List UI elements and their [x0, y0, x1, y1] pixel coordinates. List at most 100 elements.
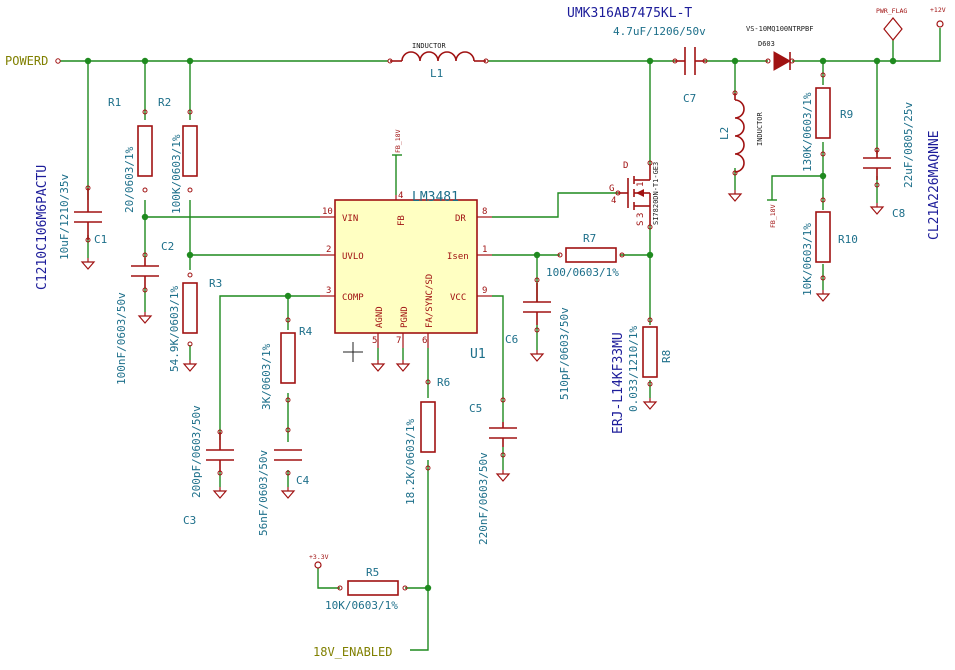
pin-sync-name: FA/SYNC/SD: [425, 274, 435, 328]
ic-ref: U1: [470, 347, 486, 362]
r6-ref: R6: [437, 376, 450, 389]
inductor-l2: L2 INDUCTOR: [718, 90, 764, 202]
net-label-fb-ic: FB_18V: [392, 129, 402, 156]
c6-ref: C6: [505, 333, 518, 346]
pin-vcc-name: VCC: [450, 293, 466, 303]
power-flag: PWR_FLAG: [876, 7, 907, 41]
r3-ref: R3: [209, 277, 222, 290]
c8-mpn: CL21A226MAQNNE: [927, 130, 942, 240]
ic-name: LM3481: [412, 190, 459, 205]
pin-fb-num: 4: [398, 191, 403, 201]
r10-ref: R10: [838, 233, 858, 246]
pin-dr-name: DR: [455, 214, 466, 224]
r4-ref: R4: [299, 325, 313, 338]
power-12v: +12V: [930, 6, 946, 28]
q-gate-pin: 4: [611, 196, 616, 206]
c1-mpn: C1210C106M6PACTU: [35, 165, 50, 290]
q-source-label: S: [636, 221, 646, 226]
diode-d603: D603 VS-10MQ100NTRPBF: [746, 25, 813, 71]
r8-value: 0.033/1210/1%: [627, 326, 640, 412]
power-3v3: +3.3V: [309, 553, 329, 569]
net-label-fb-right: FB_18V: [767, 199, 777, 228]
c7-value: 4.7uF/1206/50v: [613, 25, 706, 38]
q-gate-label: G: [609, 184, 614, 194]
pin-isen-num: 1: [482, 245, 487, 255]
capacitor-c8: C8 22uF/0805/25v CL21A226MAQNNE: [863, 102, 942, 240]
r2-value: 100K/0603/1%: [170, 134, 183, 214]
resistor-r9: R9 130K/0603/1%: [801, 72, 853, 172]
r2-ref: R2: [158, 96, 171, 109]
gnd-agnd: [371, 359, 385, 372]
fb-right-text: FB_18V: [769, 204, 777, 228]
fb-ic-text: FB_18V: [394, 129, 402, 153]
pin-isen-name: Isen: [447, 252, 469, 262]
v12-text: +12V: [930, 6, 946, 14]
c7-ref: C7: [683, 92, 696, 105]
r1-value: 20/0603/1%: [123, 146, 136, 213]
r8-mpn: ERJ-L14KF33MU: [611, 332, 626, 434]
c3-value: 200pF/0603/50v: [190, 405, 203, 498]
r7-value: 100/0603/1%: [546, 266, 619, 279]
ic-body: [334, 199, 478, 334]
r1-ref: R1: [108, 96, 121, 109]
l2-ref: L2: [718, 127, 731, 140]
capacitor-c4: C4 56nF/0603/50v: [257, 427, 310, 536]
resistor-r10: R10 10K/0603/1%: [801, 197, 858, 302]
c2-value: 100nF/0603/50v: [115, 292, 128, 385]
pwrflag-text: PWR_FLAG: [876, 7, 907, 15]
resistor-r7: R7 100/0603/1%: [546, 232, 625, 279]
l1-ref: L1: [430, 67, 443, 80]
pin-uvlo-name: UVLO: [342, 252, 364, 262]
l1-value: INDUCTOR: [412, 42, 447, 50]
capacitor-c1: C1 10uF/1210/35v C1210C106M6PACTU: [35, 165, 107, 290]
c1-ref: C1: [94, 233, 107, 246]
resistor-r8: R8 0.033/1210/1% ERJ-L14KF33MU: [611, 317, 673, 434]
c6-value: 510pF/0603/50v: [558, 307, 571, 400]
capacitor-c3: C3 200pF/0603/50v: [183, 405, 234, 527]
net-label-enabled: 18V_ENABLED: [313, 645, 392, 659]
capacitor-c5: C5 220nF/0603/50v: [469, 397, 517, 545]
c1-value: 10uF/1210/35v: [58, 174, 71, 260]
pin-pgnd-name: PGND: [400, 306, 410, 328]
pin-uvlo-num: 2: [326, 245, 331, 255]
pin-comp-num: 3: [326, 286, 331, 296]
r7-ref: R7: [583, 232, 596, 245]
capacitor-c6: C6 510pF/0603/50v: [505, 277, 571, 400]
capacitor-c7: C7 4.7uF/1206/50v UMK316AB7475KL-T: [567, 6, 708, 105]
r4-value: 3K/0603/1%: [260, 343, 273, 410]
d603-ref: D603: [758, 40, 775, 48]
c7-mpn: UMK316AB7475KL-T: [567, 6, 692, 21]
ic-lm3481: LM3481 U1 VIN UVLO COMP DR Isen VCC FB A…: [320, 190, 492, 362]
net-label-powerd: POWERD: [5, 54, 61, 68]
r5-value: 10K/0603/1%: [325, 599, 398, 612]
r8-ref: R8: [660, 350, 673, 363]
crosshair-cursor-icon: [343, 342, 363, 362]
v33-text: +3.3V: [309, 553, 329, 561]
resistor-r3: R3 54.9K/0603/1%: [168, 272, 222, 372]
pin-vcc-num: 9: [482, 286, 487, 296]
d603-value: VS-10MQ100NTRPBF: [746, 25, 813, 33]
resistor-r5: R5 10K/0603/1%: [325, 566, 408, 612]
q-value: SI7820DN-T1-GE3: [652, 162, 660, 225]
junctions: [84, 57, 897, 592]
c2-ref: C2: [161, 240, 174, 253]
pin-agnd-num: 5: [372, 336, 377, 346]
gnd-pgnd: [396, 359, 410, 372]
pin-comp-name: COMP: [342, 293, 364, 303]
net-enabled-text: 18V_ENABLED: [313, 645, 392, 659]
q-drain-label: D: [623, 161, 628, 171]
pin-fb-name: FB: [397, 215, 407, 226]
c4-ref: C4: [296, 474, 310, 487]
r9-ref: R9: [840, 108, 853, 121]
r6-value: 18.2K/0603/1%: [404, 419, 417, 505]
net-powerd-text: POWERD: [5, 54, 48, 68]
pin-dr-num: 8: [482, 207, 487, 217]
r10-value: 10K/0603/1%: [801, 223, 814, 296]
c8-ref: C8: [892, 207, 905, 220]
q-source-pin: 3: [636, 213, 646, 218]
l2-value: INDUCTOR: [756, 111, 764, 146]
resistor-r2: R2 100K/0603/1%: [158, 96, 198, 214]
resistor-r1: R1 20/0603/1%: [108, 96, 153, 213]
r5-ref: R5: [366, 566, 379, 579]
